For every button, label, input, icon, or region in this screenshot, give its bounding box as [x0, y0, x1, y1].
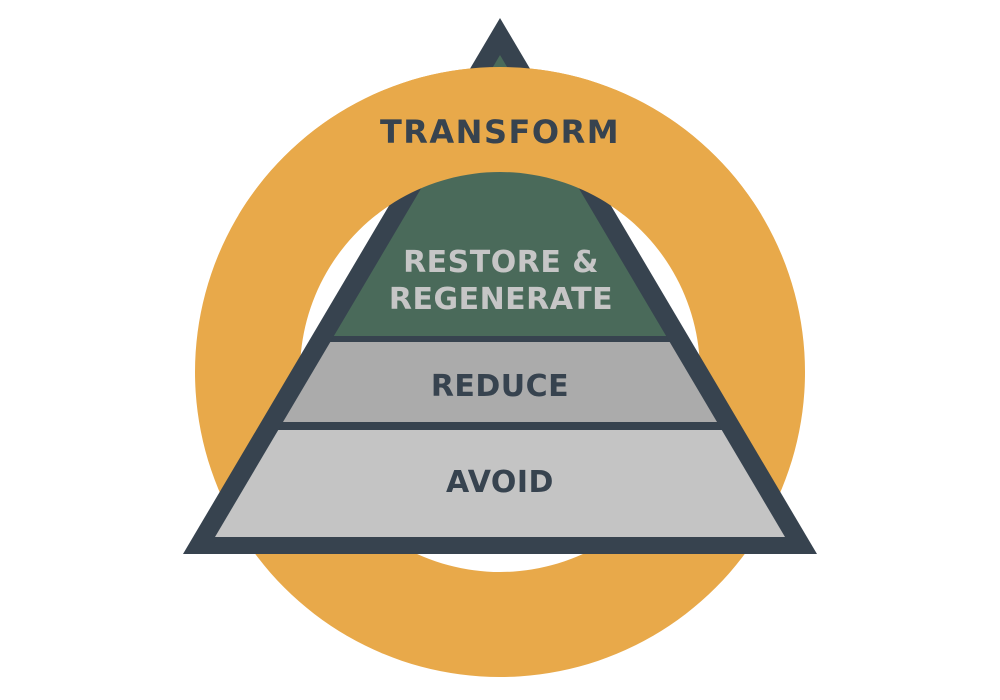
tier-label-reduce: REDUCE: [431, 369, 569, 404]
transform-ring-overlay: [238, 67, 762, 215]
tier-label-restore-line1: RESTORE &: [403, 245, 599, 280]
tier-label-avoid: AVOID: [446, 465, 554, 500]
ring-label-transform: TRANSFORM: [380, 113, 620, 151]
tier-separator: [215, 336, 785, 342]
tier-label-restore-line2: REGENERATE: [389, 282, 613, 317]
tier-avoid: [215, 430, 785, 537]
tier-separator: [215, 422, 785, 430]
